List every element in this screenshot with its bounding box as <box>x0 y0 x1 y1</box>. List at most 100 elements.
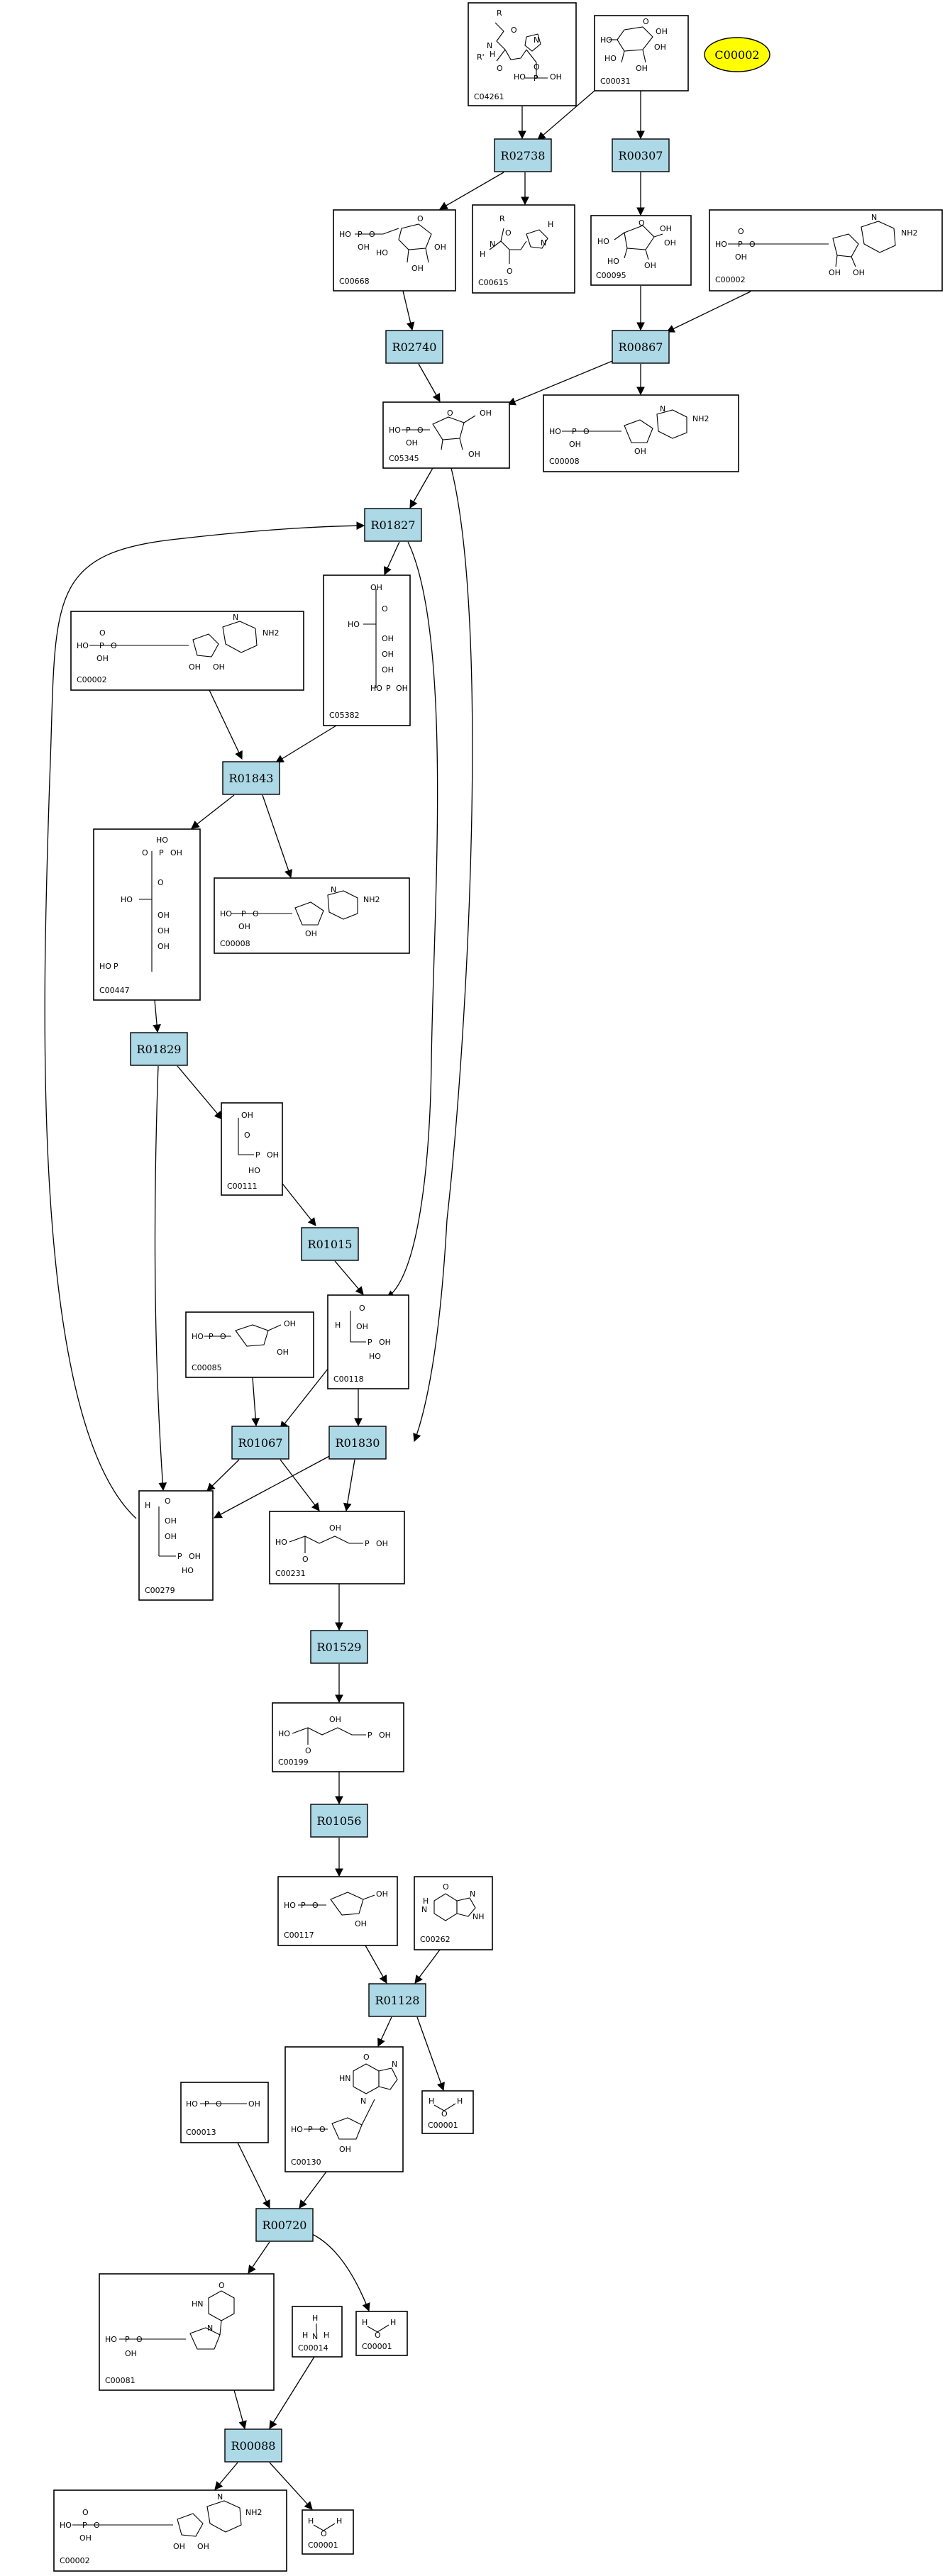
atom-label: OH <box>370 583 382 592</box>
compound-C00095[interactable]: HO O OH HO OH OH C00095 <box>590 215 692 286</box>
compound-C00002-mid[interactable]: HO P O O OH NH2 N OH OH C00002 <box>70 611 304 691</box>
reaction-R00867[interactable]: R00867 <box>612 330 670 364</box>
edge-R00720-C00081 <box>248 2241 270 2274</box>
reaction-R02738[interactable]: R02738 <box>494 138 552 172</box>
atom-label: O <box>158 878 164 887</box>
atom-label: P <box>241 909 246 918</box>
compound-C00279[interactable]: H O OH OH P OH HO C00279 <box>138 1490 214 1601</box>
atom-label: HO <box>192 1332 204 1341</box>
atom-label: HO <box>77 641 89 650</box>
compound-C00111[interactable]: OH O P OH HO C00111 <box>221 1102 283 1196</box>
atom-label: O <box>321 2529 327 2538</box>
compound-C00447[interactable]: HO O P OH O HO OH OH OH HO P C00447 <box>93 828 201 1001</box>
compound-C00001-a[interactable]: H O H C00001 <box>421 2090 474 2134</box>
compound-C00001-c[interactable]: H O H C00001 <box>302 2509 354 2555</box>
atom-label: OH <box>158 942 170 951</box>
atom-label: OH <box>411 264 424 273</box>
atom-label: P <box>204 2099 209 2109</box>
compound-C00085[interactable]: HO P O OH OH C00085 <box>185 1311 314 1378</box>
reaction-R01830[interactable]: R01830 <box>328 1426 387 1460</box>
atom-label: P <box>159 848 164 857</box>
compound-id: C00199 <box>278 1758 309 1767</box>
compound-id: C00008 <box>549 457 580 466</box>
atom-label: OH <box>656 27 668 36</box>
edge-R01830-C00231 <box>343 1459 355 1512</box>
edge-C00130-R00720 <box>299 2171 327 2209</box>
compound-id: C00262 <box>420 1935 451 1944</box>
compound-C00031[interactable]: HO OH O HO OH OH C00031 <box>594 15 689 91</box>
compound-C00008-top[interactable]: HO P O OH NH2 N OH C00008 <box>543 394 739 472</box>
atom-label: OH <box>664 238 676 248</box>
compound-id: C00279 <box>145 1586 175 1595</box>
atom-label: H <box>324 2331 329 2340</box>
compound-C00002-top[interactable]: HO P O O OH NH2 N OH OH C00002 <box>709 209 943 292</box>
reaction-label: R00867 <box>619 340 663 354</box>
reaction-label: R00307 <box>619 149 663 162</box>
atom-label: H <box>302 2331 308 2340</box>
compound-id: C04261 <box>474 92 504 101</box>
edge-C05382-R01843 <box>275 725 337 763</box>
reaction-R02740[interactable]: R02740 <box>385 330 443 364</box>
reaction-R01015[interactable]: R01015 <box>301 1227 359 1261</box>
compound-id: C00081 <box>105 2376 136 2385</box>
reaction-R01829[interactable]: R01829 <box>130 1032 188 1066</box>
reaction-R01529[interactable]: R01529 <box>310 1630 368 1664</box>
compound-C00130[interactable]: O HN N N HO P O OH C00130 <box>284 2046 404 2172</box>
atom-label: P <box>209 1332 214 1341</box>
reaction-R00307[interactable]: R00307 <box>612 138 670 172</box>
compound-C00014[interactable]: H N H H C00014 <box>292 2306 343 2358</box>
compound-C00118[interactable]: H O OH P OH HO C00118 <box>327 1294 409 1389</box>
compound-C00081[interactable]: HO P O OH HN N O C00081 <box>99 2273 275 2391</box>
reaction-label: R01827 <box>371 518 416 532</box>
compound-C00001-b[interactable]: H O H C00001 <box>355 2311 408 2356</box>
compound-C00199[interactable]: HO OH O P OH C00199 <box>272 1702 404 1772</box>
atom-label: HO <box>339 230 351 239</box>
reaction-label: R01067 <box>238 1436 283 1450</box>
atom-label: HO <box>156 835 168 845</box>
reaction-R01128[interactable]: R01128 <box>368 1983 426 2017</box>
atom-label: O <box>505 228 512 238</box>
compound-C00008-mid[interactable]: HO P O OH NH2 N OH C00008 <box>214 877 410 954</box>
reaction-R00720[interactable]: R00720 <box>255 2208 314 2242</box>
reaction-R00088[interactable]: R00088 <box>224 2428 282 2463</box>
compound-C00013[interactable]: HO P O OH C00013 <box>180 2082 269 2143</box>
reaction-R01827[interactable]: R01827 <box>364 508 422 542</box>
atom-label: OH <box>165 1532 177 1541</box>
structure <box>367 2324 389 2333</box>
atom-label: N <box>487 41 492 50</box>
atom-label: HO <box>105 2335 117 2344</box>
atom-label: OH <box>158 911 170 920</box>
reaction-R01056[interactable]: R01056 <box>310 1804 368 1838</box>
reaction-label: R00720 <box>262 2219 307 2232</box>
atom-label: P <box>738 240 743 249</box>
atom-label: N <box>470 1889 475 1899</box>
atom-label: O <box>534 62 540 72</box>
edge-C00013-R00720 <box>237 2142 270 2209</box>
structure <box>89 621 258 657</box>
atom-label: HO <box>715 240 727 249</box>
edge-R00867-C05345 <box>507 359 617 406</box>
atom-label: OH <box>853 268 865 277</box>
atom-label: O <box>369 230 375 239</box>
compound-C00615[interactable]: R O H N N H O C00615 <box>472 204 575 294</box>
atom-label: O <box>82 2508 89 2517</box>
reaction-R01067[interactable]: R01067 <box>231 1426 289 1460</box>
compound-C00231[interactable]: HO O OH P OH C00231 <box>269 1511 405 1584</box>
compound-C05345[interactable]: HO P O OH O OH OH C05345 <box>382 401 510 469</box>
key-compound-ellipse[interactable]: C00002 <box>704 37 770 72</box>
reaction-R01843[interactable]: R01843 <box>222 761 280 795</box>
atom-label: O <box>639 218 645 228</box>
compound-C00668[interactable]: HO P O OH O HO OH OH C00668 <box>333 209 456 292</box>
atom-label: O <box>443 1882 449 1892</box>
compound-C00262[interactable]: O H N N NH C00262 <box>414 1876 493 1950</box>
structure <box>158 1506 176 1557</box>
atom-label: O <box>165 1497 171 1506</box>
compound-C04261[interactable]: R O N H N HO P OH O R' O C04261 <box>468 2 577 106</box>
compound-id: C00002 <box>715 275 746 284</box>
atom-label: P <box>358 230 363 239</box>
compound-C00117[interactable]: HO P O OH OH C00117 <box>277 1876 398 1946</box>
compound-C05382[interactable]: OH HO O OH OH OH HO P OH C05382 <box>323 574 411 726</box>
compound-id: C00002 <box>77 675 107 684</box>
compound-C00002-bottom[interactable]: HO P O O OH NH2 N OH OH C00002 <box>53 2489 287 2572</box>
atom-label: OH <box>468 450 480 459</box>
